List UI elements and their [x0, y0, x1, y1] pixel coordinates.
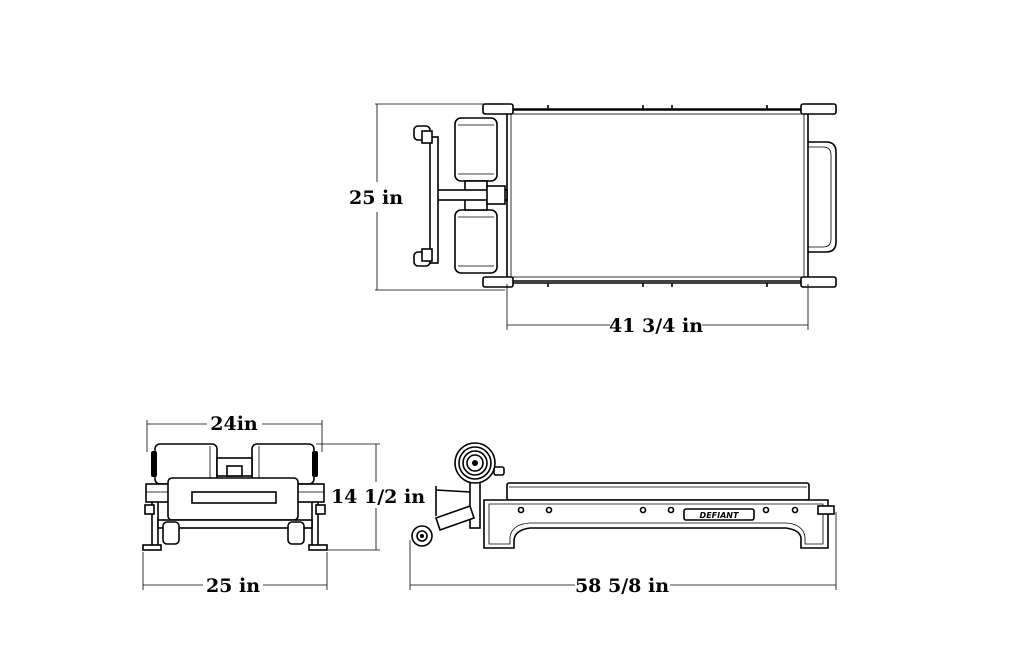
- dim-front-base-width: 25 in: [206, 575, 260, 597]
- top-foot-bl: [482, 276, 514, 288]
- top-view-handle: [808, 141, 837, 253]
- top-view-pad-inner: [510, 113, 805, 278]
- dim-side-length: 58 5/8 in: [575, 575, 669, 597]
- front-label-slot: [191, 491, 277, 504]
- top-foot-tl: [482, 103, 514, 115]
- dim-top-length: 41 3/4 in: [609, 315, 703, 337]
- side-view: [409, 442, 837, 590]
- front-foot-right: [308, 544, 328, 551]
- brand-plate: [683, 508, 755, 521]
- top-caster-lower: [413, 248, 433, 267]
- brand-logo-text: DEFIANT: [700, 511, 739, 520]
- front-pad: [167, 477, 299, 521]
- top-view-pad: [506, 109, 809, 282]
- top-roller-lower: [454, 209, 498, 274]
- front-view: [142, 420, 380, 590]
- top-foot-tr: [800, 103, 837, 115]
- front-foot-left: [142, 544, 162, 551]
- dim-front-top-width: 24in: [210, 413, 258, 435]
- dim-top-depth: 25 in: [349, 187, 403, 209]
- top-roller-upper: [454, 117, 498, 182]
- dim-front-height: 14 1/2 in: [331, 486, 425, 508]
- side-frame: [483, 499, 829, 549]
- front-caster-left: [162, 521, 180, 545]
- top-caster-bar: [429, 136, 439, 264]
- side-pad: [506, 482, 810, 501]
- front-caster-right: [287, 521, 305, 545]
- side-caster-arm: [434, 504, 476, 532]
- top-caster-upper: [413, 125, 433, 144]
- top-foot-br: [800, 276, 837, 288]
- top-view: [375, 103, 837, 330]
